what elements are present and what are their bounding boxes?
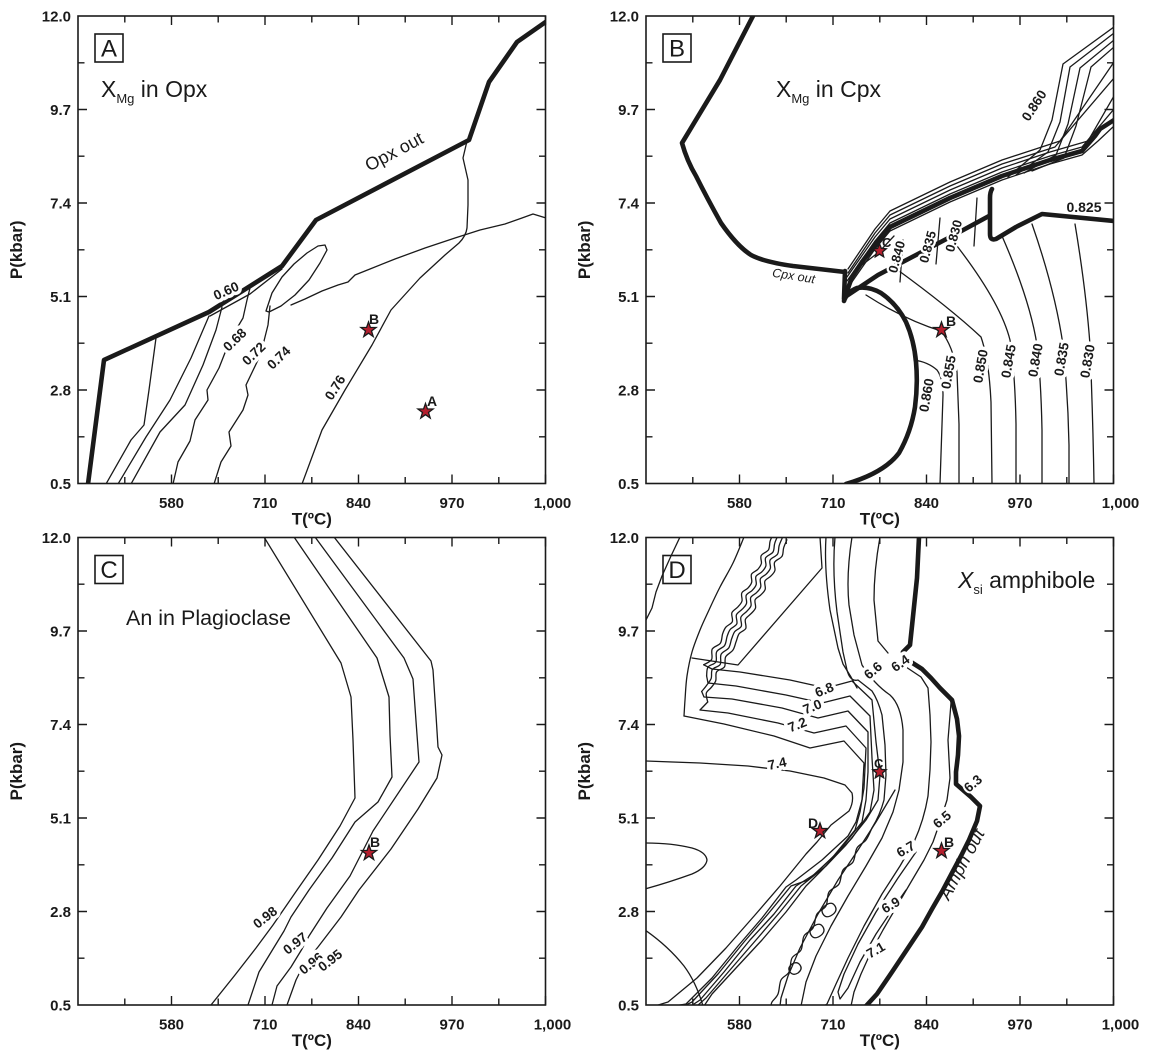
- svg-text:840: 840: [914, 1017, 939, 1034]
- svg-text:C: C: [874, 756, 884, 771]
- svg-text:1,000: 1,000: [534, 495, 572, 512]
- svg-text:5.1: 5.1: [618, 811, 639, 828]
- svg-text:1,000: 1,000: [534, 1017, 572, 1034]
- svg-text:An in Plagioclase: An in Plagioclase: [126, 606, 291, 630]
- svg-text:840: 840: [914, 495, 939, 512]
- svg-text:710: 710: [252, 1017, 277, 1034]
- svg-text:5.1: 5.1: [618, 289, 639, 306]
- svg-text:9.7: 9.7: [50, 102, 71, 119]
- svg-text:580: 580: [727, 1017, 752, 1034]
- svg-text:T(ºC): T(ºC): [860, 1031, 900, 1050]
- svg-text:580: 580: [159, 495, 184, 512]
- svg-text:XMg in Cpx: XMg in Cpx: [776, 76, 881, 106]
- svg-text:7.4: 7.4: [50, 717, 72, 734]
- svg-text:12.0: 12.0: [42, 530, 71, 547]
- svg-text:T(ºC): T(ºC): [292, 510, 332, 529]
- svg-text:5.1: 5.1: [50, 811, 71, 828]
- svg-text:710: 710: [820, 495, 845, 512]
- svg-text:B: B: [370, 834, 380, 850]
- svg-text:D: D: [808, 815, 818, 831]
- svg-text:710: 710: [820, 1017, 845, 1034]
- svg-text:T(ºC): T(ºC): [860, 510, 900, 529]
- svg-text:P(kbar): P(kbar): [7, 221, 26, 280]
- svg-text:970: 970: [439, 1017, 464, 1034]
- svg-text:A: A: [427, 393, 437, 409]
- svg-text:0.5: 0.5: [50, 476, 71, 493]
- svg-text:12.0: 12.0: [610, 530, 639, 547]
- svg-text:2.8: 2.8: [50, 904, 71, 921]
- svg-text:9.7: 9.7: [50, 624, 71, 641]
- svg-text:2.8: 2.8: [50, 383, 71, 400]
- svg-text:710: 710: [252, 495, 277, 512]
- svg-text:970: 970: [439, 495, 464, 512]
- svg-text:970: 970: [1007, 495, 1032, 512]
- svg-text:B: B: [669, 36, 685, 63]
- svg-text:0.5: 0.5: [50, 998, 71, 1015]
- svg-text:7.4: 7.4: [618, 717, 640, 734]
- svg-text:B: B: [946, 313, 956, 329]
- svg-text:7.4: 7.4: [50, 196, 72, 213]
- svg-text:580: 580: [159, 1017, 184, 1034]
- svg-text:P(kbar): P(kbar): [7, 742, 26, 801]
- svg-text:2.8: 2.8: [618, 904, 639, 921]
- svg-text:B: B: [944, 834, 954, 850]
- svg-text:2.8: 2.8: [618, 383, 639, 400]
- svg-text:Xsi amphibole: Xsi amphibole: [957, 567, 1095, 597]
- svg-text:12.0: 12.0: [610, 9, 639, 26]
- svg-text:0.5: 0.5: [618, 476, 639, 493]
- svg-text:P(kbar): P(kbar): [575, 742, 594, 801]
- svg-text:9.7: 9.7: [618, 624, 639, 641]
- svg-text:970: 970: [1007, 1017, 1032, 1034]
- svg-text:580: 580: [727, 495, 752, 512]
- svg-text:0.825: 0.825: [1066, 199, 1101, 215]
- svg-text:7.4: 7.4: [618, 196, 640, 213]
- svg-text:12.0: 12.0: [42, 9, 71, 26]
- svg-text:A: A: [101, 36, 117, 63]
- svg-text:C: C: [100, 557, 117, 584]
- svg-text:D: D: [668, 557, 685, 584]
- svg-text:P(kbar): P(kbar): [575, 221, 594, 280]
- svg-text:C: C: [882, 235, 892, 250]
- svg-text:B: B: [369, 311, 379, 327]
- svg-text:1,000: 1,000: [1102, 1017, 1140, 1034]
- svg-text:840: 840: [346, 1017, 371, 1034]
- svg-text:0.5: 0.5: [618, 998, 639, 1015]
- svg-text:840: 840: [346, 495, 371, 512]
- svg-text:9.7: 9.7: [618, 102, 639, 119]
- svg-text:5.1: 5.1: [50, 289, 71, 306]
- svg-text:T(ºC): T(ºC): [292, 1031, 332, 1050]
- svg-text:1,000: 1,000: [1102, 495, 1140, 512]
